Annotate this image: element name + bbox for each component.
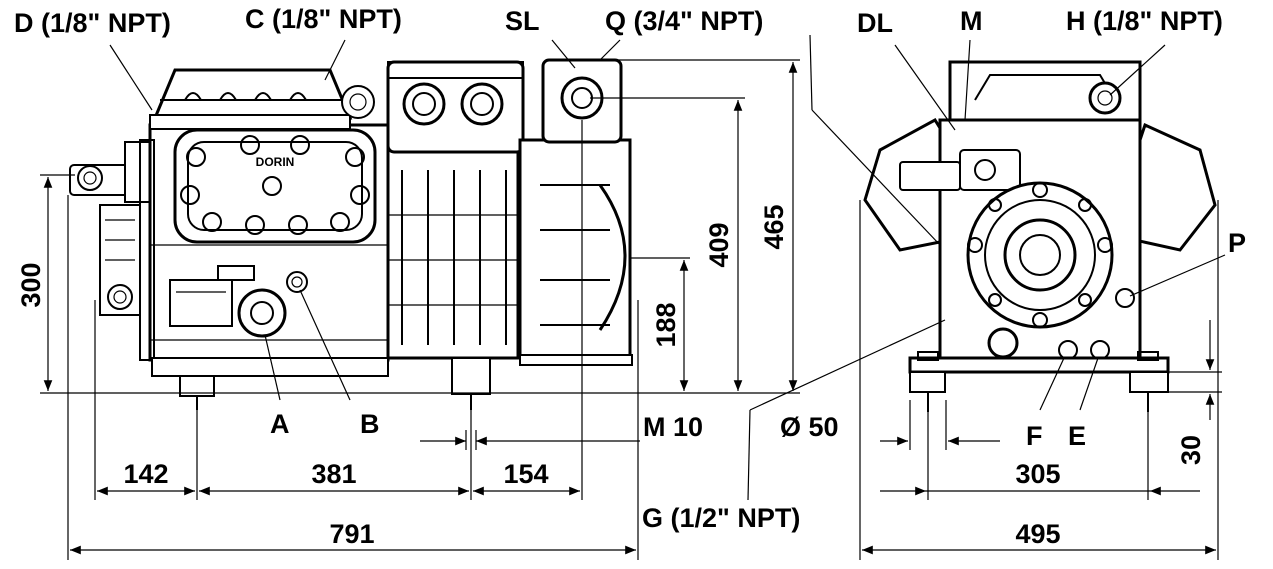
discharge-valve-dl [899, 149, 1021, 191]
dim-305: 305 [1015, 459, 1060, 489]
motor-end-cover [518, 58, 632, 360]
label-q: Q (3/4" NPT) [605, 6, 763, 36]
dimension-lines [40, 34, 1226, 560]
label-dia50: Ø 50 [780, 412, 839, 442]
label-m: M [960, 6, 983, 36]
label-sl: SL [505, 6, 540, 36]
dim-381: 381 [311, 459, 356, 489]
dim-300: 300 [16, 262, 46, 307]
port-e [1090, 340, 1110, 360]
label-d: D (1/8" NPT) [14, 8, 171, 38]
dim-791: 791 [329, 519, 374, 549]
label-c: C (1/8" NPT) [245, 4, 402, 34]
dim-142: 142 [123, 459, 168, 489]
label-b: B [360, 409, 380, 439]
label-h: H (1/8" NPT) [1066, 6, 1223, 36]
port-f [1058, 340, 1078, 360]
brand-logo: DORIN [256, 155, 295, 169]
label-f: F [1026, 421, 1043, 451]
dim-409: 409 [704, 222, 734, 267]
dim-188: 188 [651, 302, 681, 347]
front-feet [908, 351, 1170, 412]
port-b [286, 271, 308, 293]
label-a: A [270, 409, 290, 439]
label-g: G (1/2" NPT) [642, 503, 800, 533]
right-bank-head [1128, 122, 1217, 252]
upper-head [149, 68, 375, 130]
dim-465: 465 [759, 204, 789, 249]
side-view: DORIN [69, 58, 633, 410]
terminal-box [386, 60, 525, 154]
cylinder-head-side: DORIN [173, 128, 377, 244]
label-e: E [1068, 421, 1086, 451]
sight-glass-a [237, 288, 287, 338]
dim-154: 154 [503, 459, 548, 489]
port-p [1115, 288, 1135, 308]
label-m10: M 10 [643, 412, 703, 442]
label-p: P [1228, 228, 1246, 258]
dim-30: 30 [1176, 435, 1206, 465]
side-feet [151, 354, 633, 410]
dim-495: 495 [1015, 519, 1060, 549]
callout-labels: D (1/8" NPT) C (1/8" NPT) SL Q (3/4" NPT… [14, 4, 1246, 533]
front-view [863, 60, 1217, 412]
motor-housing [386, 148, 520, 360]
oil-pump-flange [966, 181, 1114, 329]
dimension-values: 300 188 409 465 142 381 154 791 305 495 … [16, 204, 1206, 549]
drain-plug [987, 327, 1019, 359]
label-dl: DL [857, 8, 893, 38]
left-service-valve [69, 141, 151, 316]
